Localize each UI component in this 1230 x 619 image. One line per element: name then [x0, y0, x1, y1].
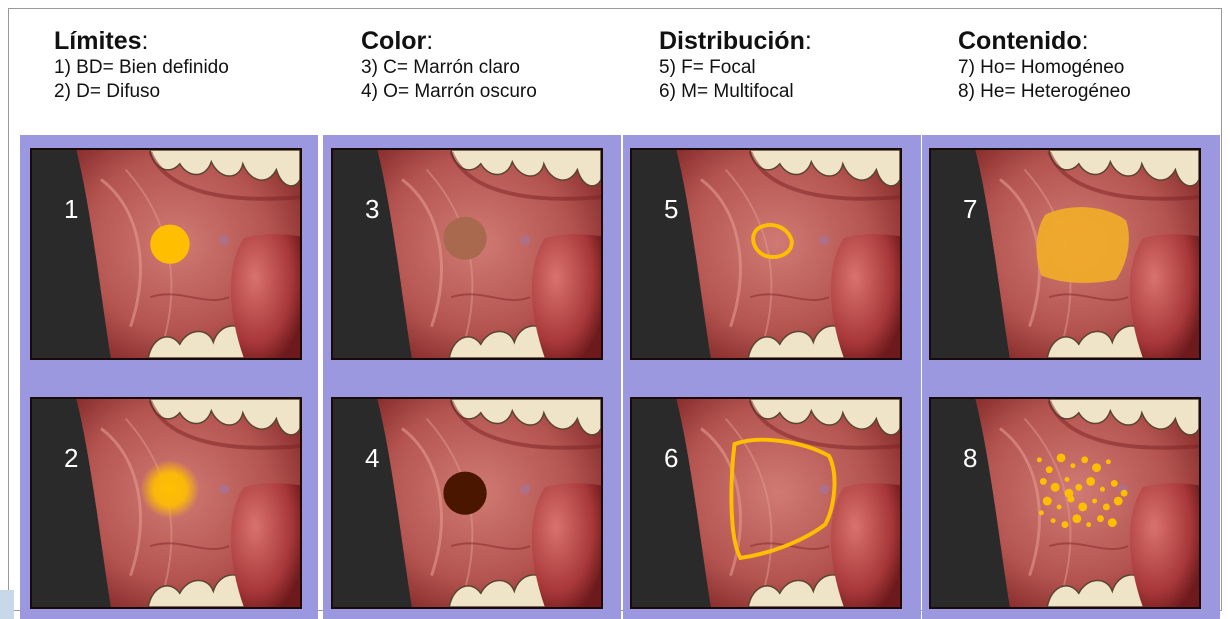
item-3: 3) C= Marrón claro: [361, 56, 537, 80]
tile-number: 4: [365, 443, 379, 474]
corner-strip: [0, 590, 14, 619]
item-1: 1) BD= Bien definido: [54, 56, 229, 80]
tile-number: 1: [64, 194, 78, 225]
header-color: Color: 3) C= Marrón claro 4) O= Marrón o…: [361, 26, 537, 104]
title-contenido: Contenido: [958, 27, 1082, 55]
title-colon: :: [1082, 27, 1089, 55]
mouth-illustration-4: 4: [331, 397, 603, 609]
mouth-illustration-8: 8: [929, 397, 1201, 609]
item-7: 7) Ho= Homogéneo: [958, 56, 1131, 80]
mouth-illustration-3: 3: [331, 148, 603, 360]
item-4: 4) O= Marrón oscuro: [361, 80, 537, 104]
mouth-illustration-1: 1: [30, 148, 302, 360]
title-colon: :: [805, 27, 812, 55]
title-colon: :: [142, 27, 149, 55]
mouth-illustration-6: 6: [630, 397, 902, 609]
header-limites: Límites: 1) BD= Bien definido 2) D= Difu…: [54, 26, 229, 104]
item-2: 2) D= Difuso: [54, 80, 229, 104]
header-contenido: Contenido: 7) Ho= Homogéneo 8) He= Heter…: [958, 26, 1131, 104]
mouth-illustration-7: 7: [929, 148, 1201, 360]
item-6: 6) M= Multifocal: [659, 80, 812, 104]
title-distribucion: Distribución: [659, 27, 805, 55]
title-colon: :: [426, 27, 433, 55]
title-color: Color: [361, 27, 426, 55]
title-limites: Límites: [54, 27, 142, 55]
tile-number: 8: [963, 443, 977, 474]
tile-number: 7: [963, 194, 977, 225]
mouth-illustration-5: 5: [630, 148, 902, 360]
header-distribucion: Distribución: 5) F= Focal 6) M= Multifoc…: [659, 26, 812, 104]
tile-number: 5: [664, 194, 678, 225]
item-5: 5) F= Focal: [659, 56, 812, 80]
tile-number: 2: [64, 443, 78, 474]
item-8: 8) He= Heterogéneo: [958, 80, 1131, 104]
tile-number: 6: [664, 443, 678, 474]
mouth-illustration-2: 2: [30, 397, 302, 609]
tile-number: 3: [365, 194, 379, 225]
